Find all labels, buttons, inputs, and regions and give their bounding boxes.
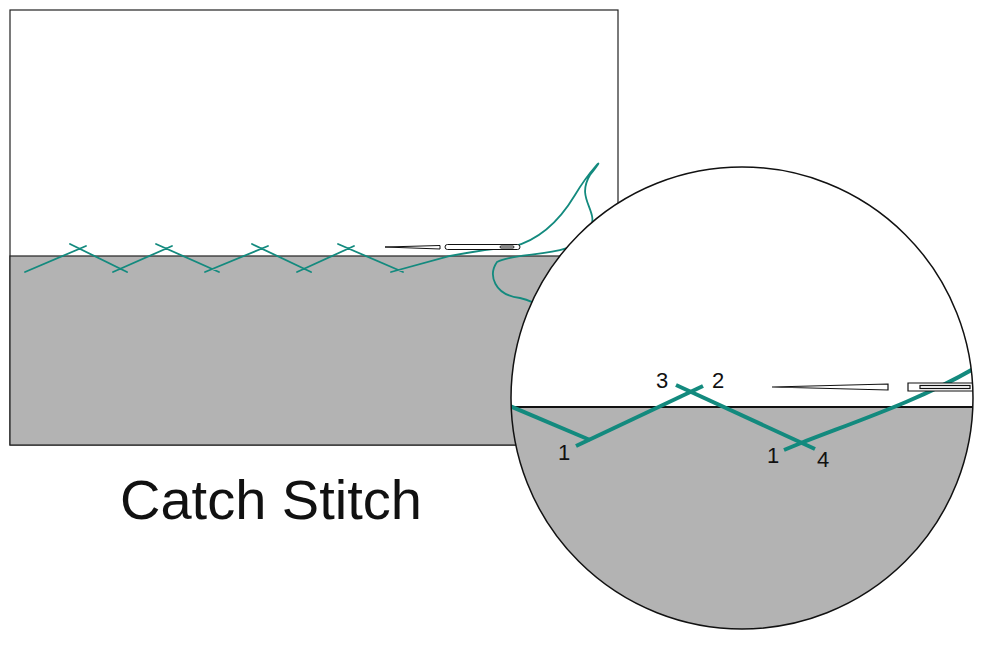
diagram-title: Catch Stitch: [120, 472, 422, 528]
callout-number: 1: [558, 442, 570, 464]
needle: [385, 245, 520, 250]
callout-number: 2: [712, 370, 724, 392]
callout-number: 4: [817, 449, 829, 471]
stitch-row: [25, 164, 598, 305]
callout-number: 3: [656, 370, 668, 392]
magnified-view: [500, 167, 1000, 656]
callout-number: 1: [767, 445, 779, 467]
